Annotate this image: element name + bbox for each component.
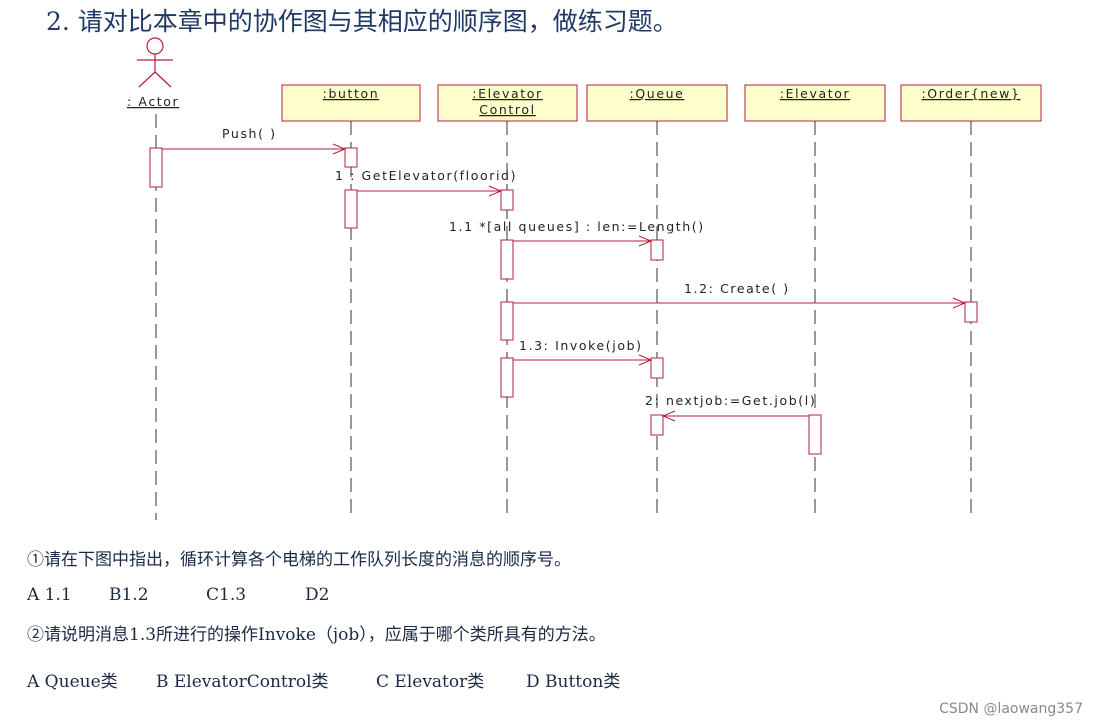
q2-option-a: A Queue类 [27, 672, 118, 692]
question1-text: ①请在下图中指出，循环计算各个电梯的工作队列长度的消息的顺序号。 [27, 550, 571, 570]
q1-option-d: D2 [305, 585, 330, 605]
q2-option-d: D Button类 [526, 672, 621, 692]
message-arrowhead [661, 410, 676, 422]
message-label: Push( ) [222, 126, 277, 141]
message-arrowhead [638, 235, 653, 247]
activation-order [964, 301, 978, 323]
message-arrowhead [952, 297, 967, 309]
object-label-elevator: :Elevator [780, 86, 850, 101]
message-arrowhead [638, 354, 653, 366]
sequence-diagram: : Actor :button:ElevatorControl:Queue:El… [127, 37, 1042, 520]
object-label-elevatorcontrol: :Elevator [472, 86, 542, 101]
object-box-order [900, 84, 1042, 122]
message-label: 1.1 *[all queues] : len:=Length() [449, 219, 705, 234]
activation-elevatorcontrol [500, 189, 514, 211]
actor-figure [137, 37, 173, 88]
object-label-queue: :Queue [630, 86, 685, 101]
activation-queue [650, 414, 664, 436]
actor-label: : Actor [127, 94, 179, 109]
q2-option-b: B ElevatorControl类 [156, 672, 329, 692]
object-label-button: :button [323, 86, 380, 101]
message-label: 1.3: Invoke(job) [519, 338, 643, 353]
q1-option-c: C1.3 [206, 585, 247, 605]
message-arrowhead [488, 185, 503, 197]
activation-button [344, 147, 358, 168]
activation-elevatorcontrol [500, 239, 514, 280]
activation-elevatorcontrol [500, 357, 514, 398]
activation-elevatorcontrol [500, 301, 514, 341]
q1-option-b: B1.2 [109, 585, 149, 605]
question2-options: A Queue类 B ElevatorControl类 C Elevator类 D B… [27, 667, 620, 692]
q2-option-c: C Elevator类 [376, 672, 485, 692]
activation-button [344, 189, 358, 229]
message-arrowhead [332, 143, 347, 155]
object-box-queue [586, 84, 728, 122]
activation-elevator [808, 414, 822, 455]
activation-queue [650, 239, 664, 261]
object-label-elevatorcontrol: Control [479, 102, 535, 117]
object-label-order: :Order{new} [921, 86, 1020, 101]
question1-options: A 1.1 B1.2 C1.3 D2 [27, 585, 329, 605]
q1-option-a: A 1.1 [27, 585, 72, 605]
object-box-elevator [744, 84, 886, 122]
object-box-button [281, 84, 421, 122]
question2-text: ②请说明消息1.3所进行的操作Invoke（job），应属于哪个类所具有的方法。 [27, 625, 606, 645]
watermark: CSDN @laowang357 [939, 701, 1083, 717]
activation-queue [650, 357, 664, 379]
message-label: 2: nextjob:=Get.job(l) [645, 393, 816, 408]
activation-actor [149, 147, 163, 188]
message-label: 1 : GetElevator(floorid) [335, 168, 517, 183]
message-label: 1.2: Create( ) [684, 281, 790, 296]
question-title: 2. 请对比本章中的协作图与其相应的顺序图，做练习题。 [46, 7, 678, 36]
